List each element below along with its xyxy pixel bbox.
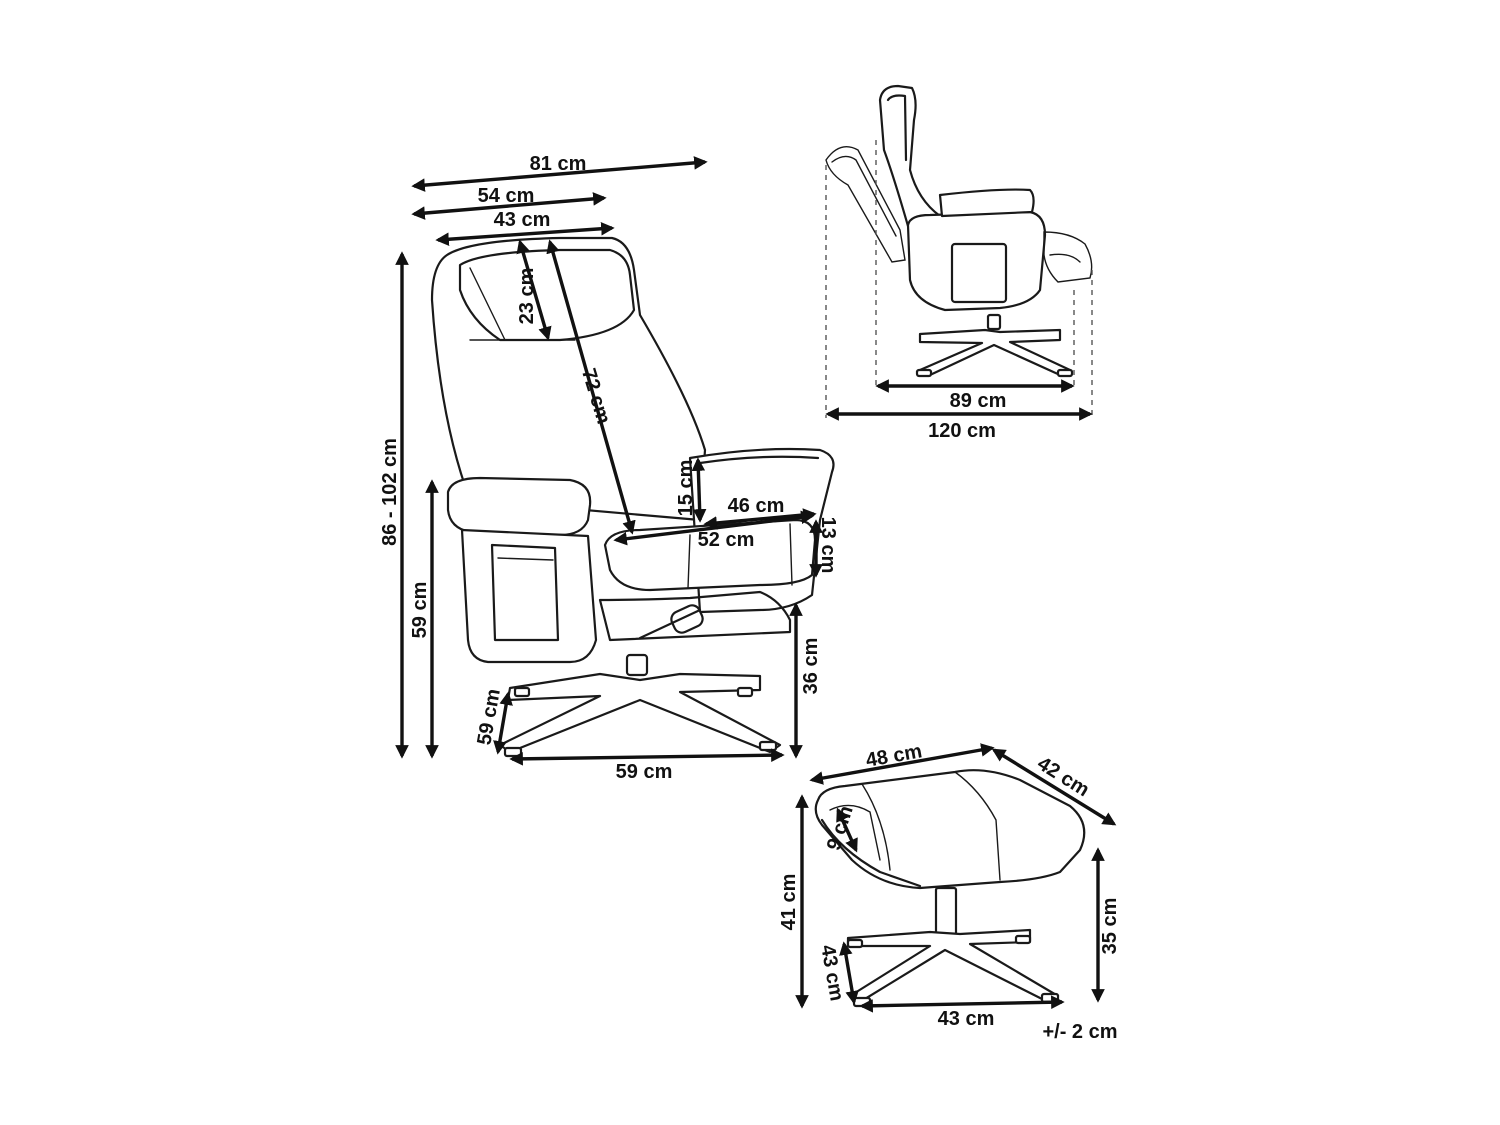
ottoman-base-width-line xyxy=(859,995,1065,1013)
ottoman-base-depth-label: 43 cm xyxy=(816,943,848,1003)
chair-side-dimensions: 89 cm 120 cm xyxy=(825,379,1093,442)
armrest-height-label: 59 cm xyxy=(409,582,431,639)
ottoman-thickness-line xyxy=(836,807,858,853)
ottoman-drawing xyxy=(814,769,1086,1008)
base-width-label: 59 cm xyxy=(616,761,673,783)
ottoman-base-width-label: 43 cm xyxy=(938,1008,995,1030)
overall-width-line xyxy=(411,156,708,192)
headrest-width-label: 43 cm xyxy=(494,209,551,231)
seat-depth-line xyxy=(613,510,815,546)
armrest-thickness-label: 15 cm xyxy=(675,460,697,517)
ottoman-base-depth-line xyxy=(839,941,859,1005)
total-height-label: 86 - 102 cm xyxy=(379,438,401,546)
armrest-thickness-line xyxy=(691,457,707,523)
ottoman-base-height-label: 35 cm xyxy=(1099,898,1121,955)
back-height-line xyxy=(546,239,636,535)
ottoman-depth-line xyxy=(991,748,1117,826)
chair-side-drawing xyxy=(825,84,1093,418)
back-width-line xyxy=(411,192,607,220)
tolerance-note: +/- 2 cm xyxy=(1042,1021,1117,1043)
headrest-height-line xyxy=(516,239,552,341)
ottoman-dimensions: 48 cm 42 cm 9 cm 41 cm 35 cm 43 cm 43 cm… xyxy=(778,740,1121,1043)
ottoman-width-line xyxy=(809,743,995,785)
seat-depth-label: 52 cm xyxy=(698,529,755,551)
ottoman-width-label: 48 cm xyxy=(864,740,924,772)
overall-width-label: 81 cm xyxy=(530,153,587,175)
ottoman-height-label: 41 cm xyxy=(778,874,800,931)
back-width-label: 54 cm xyxy=(478,185,535,207)
side-depth-label: 89 cm xyxy=(950,390,1007,412)
seat-thickness-label: 13 cm xyxy=(817,517,839,574)
seat-height-label: 36 cm xyxy=(800,638,822,695)
headrest-width-line xyxy=(435,221,615,247)
base-depth-line xyxy=(493,691,513,755)
headrest-height-label: 23 cm xyxy=(516,268,538,325)
chair-front-dimensions xyxy=(395,156,823,766)
armrest-length-label: 46 cm xyxy=(728,495,785,517)
reclined-length-label: 120 cm xyxy=(928,420,996,442)
base-width-line xyxy=(509,748,785,766)
